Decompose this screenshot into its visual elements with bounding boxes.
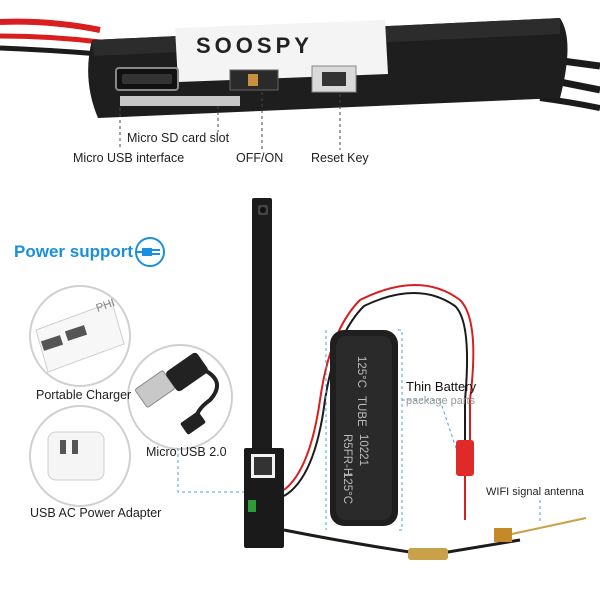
package-parts-label: package parts xyxy=(406,395,476,407)
off-on-label: OFF/ON xyxy=(236,151,284,165)
usb-ac-adapter-label: USB AC Power Adapter xyxy=(30,506,162,520)
wifi-antenna xyxy=(283,517,587,560)
ac-adapter-icon xyxy=(29,405,131,507)
power-support-title: Power support xyxy=(14,242,134,261)
battery-print-line: 125°C xyxy=(355,356,367,389)
thin-battery-label: Thin Battery xyxy=(406,379,477,394)
micro-usb-interface-label: Micro USB interface xyxy=(73,151,185,165)
usb-cable-icon xyxy=(127,344,233,450)
battery-print-line: 10221 xyxy=(357,434,369,466)
battery-print: 125°C TUBE R5FR-H 10221 125°C xyxy=(341,348,379,508)
portable-charger-label: Portable Charger xyxy=(36,388,132,402)
micro-sd-label: Micro SD card slot xyxy=(127,131,230,145)
power-bank-icon xyxy=(29,285,131,387)
battery-print-line: TUBE xyxy=(355,396,367,427)
micro-usb-2-label: Micro USB 2.0 xyxy=(146,445,227,459)
battery xyxy=(330,330,398,526)
wifi-antenna-label: WIFI signal antenna xyxy=(486,486,584,498)
battery-connector xyxy=(456,440,474,520)
battery-print-line: R5FR-H xyxy=(341,434,353,477)
plug-icon xyxy=(135,237,165,267)
module-closeup xyxy=(0,18,600,150)
camera-module xyxy=(244,198,284,548)
brand-logo: SOOSPY xyxy=(196,33,313,58)
battery-print-line: 125°C xyxy=(341,472,353,505)
reset-key-label: Reset Key xyxy=(311,151,369,165)
